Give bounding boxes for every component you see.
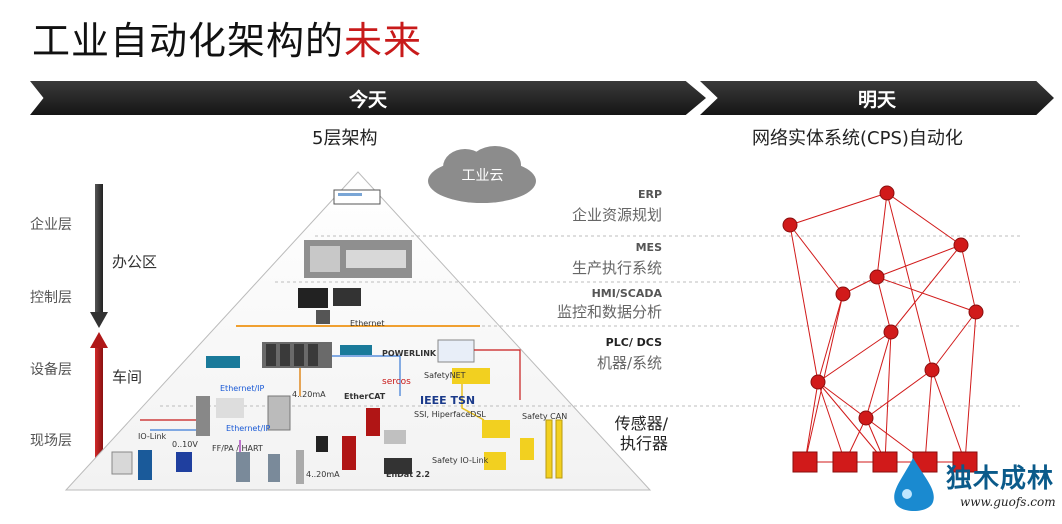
io-module (196, 396, 210, 436)
safety-device (484, 452, 506, 470)
cps-node (968, 304, 984, 320)
cps-node (924, 362, 940, 378)
cps-node (835, 286, 851, 302)
light-curtain-1 (545, 419, 553, 479)
level-hmi-cn: 监控和数据分析 (556, 303, 662, 321)
level-plc-cn: 机器/系统 (596, 354, 662, 372)
cps-field-device (872, 451, 898, 473)
watermark-url: www.guofs.com (960, 495, 1056, 509)
cloud-label: 工业云 (461, 168, 504, 184)
sensor-1 (111, 451, 133, 475)
label-ssi: SSI, HiperfaceDSL (414, 410, 486, 419)
label-iolink: IO-Link (138, 432, 167, 441)
cps-field-device (952, 451, 978, 473)
label-ethernet: Ethernet (350, 319, 385, 328)
workshop-arrow-head (90, 332, 108, 348)
pyramid-outline (64, 171, 652, 491)
label-office: 办公区 (112, 253, 158, 271)
safety-switch (520, 438, 534, 460)
label-ieee-tsn: IEEE TSN (420, 394, 476, 407)
level-erp-cn: 企业资源规划 (571, 206, 662, 224)
light-curtain-2 (555, 419, 563, 479)
title-accent: 未来 (344, 19, 423, 63)
layer-device: 设备层 (30, 362, 72, 378)
label-safety-iolink: Safety IO-Link (432, 456, 489, 465)
level-mes-en: MES (635, 241, 662, 254)
watermark-drop-icon (894, 458, 934, 511)
layer-enterprise: 企业层 (30, 217, 72, 233)
subtitle-cps: 网络实体系统(CPS)自动化 (752, 128, 963, 149)
sensor-3 (176, 452, 192, 472)
subtitle-five-layer: 5层架构 (312, 128, 378, 149)
direction-arrows (90, 184, 108, 476)
level-hmi-en: HMI/SCADA (591, 287, 662, 300)
workshop-arrow-shaft (95, 348, 103, 476)
fieldbus-logo-1 (206, 356, 240, 368)
layer-control: 控制层 (30, 290, 72, 306)
safety-relays (482, 420, 510, 438)
label-powerlink: POWERLINK (382, 349, 437, 358)
fieldbus-logo-2 (340, 345, 372, 355)
page-title: 工业自动化架构的未来 (32, 10, 422, 65)
drive (342, 436, 356, 470)
cps-node (953, 237, 969, 253)
label-sercos: sercos (382, 377, 411, 387)
level-sensor-cn: 传感器/ (614, 414, 668, 433)
band-today: 今天 (30, 81, 706, 115)
layer-field: 现场层 (30, 433, 72, 449)
title-main: 工业自动化架构的 (32, 19, 345, 63)
label-safetycan: Safety CAN (522, 412, 568, 421)
hmi-touch-panel (437, 339, 475, 363)
label-ethernetip-1: Ethernet/IP (220, 384, 265, 393)
level-erp-en: ERP (637, 188, 662, 201)
cps-node (879, 185, 895, 201)
label-ffpa: FF/PA / HART (212, 444, 263, 453)
transmitter (316, 436, 328, 452)
remote-io (267, 395, 291, 431)
label-workshop: 车间 (112, 368, 143, 386)
label-endat: EnDat 2.2 (386, 470, 430, 479)
cloud-icon (428, 146, 536, 203)
label-ethernetip-2: Ethernet/IP (226, 424, 271, 433)
level-mes-cn: 生产执行系统 (571, 259, 662, 277)
office-arrow-head (90, 312, 108, 328)
level-actuator-cn: 执行器 (619, 434, 668, 453)
flowmeter (236, 452, 250, 482)
cps-field-device (832, 451, 858, 473)
hmi-panel (333, 288, 361, 306)
label-ethercat: EtherCAT (344, 392, 386, 401)
flowmeter-2 (268, 454, 280, 482)
level-probe (296, 450, 304, 484)
label-ma-1: 4..20mA (292, 390, 326, 399)
level-plc-en: PLC/ DCS (605, 336, 662, 349)
cps-field-device (792, 451, 818, 473)
motor (384, 430, 406, 444)
hmi-monitor (298, 288, 328, 308)
drive-2 (366, 408, 380, 436)
cps-node (858, 410, 874, 426)
gateway (216, 398, 244, 418)
cps-node (883, 324, 899, 340)
label-ma-2: 4..20mA (306, 470, 340, 479)
sensor-2 (138, 450, 152, 480)
cps-node (810, 374, 826, 390)
band-tomorrow: 明天 (700, 81, 1054, 115)
safety-controller (452, 368, 490, 384)
watermark-text: 独木成林 (946, 464, 1055, 494)
office-arrow-shaft (95, 184, 103, 312)
label-safetynet: SafetyNET (424, 371, 466, 380)
cps-node (782, 217, 798, 233)
encoder (384, 458, 412, 474)
label-voltage: 0..10V (172, 440, 198, 449)
cps-node (869, 269, 885, 285)
